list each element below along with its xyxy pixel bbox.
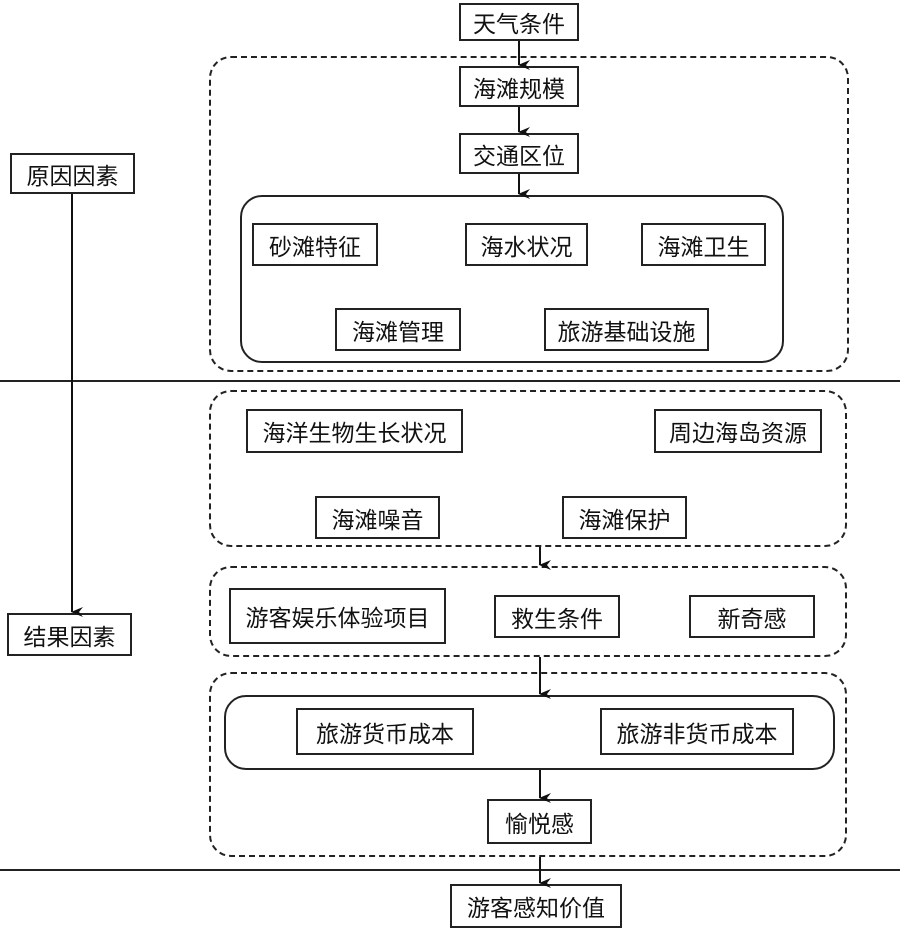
experience-factors-group bbox=[209, 566, 847, 657]
beach-attributes-group bbox=[240, 195, 784, 363]
pleasure-node: 愉悦感 bbox=[487, 799, 592, 844]
beach-management-node: 海滩管理 bbox=[335, 308, 461, 351]
seawater-condition-node: 海水状况 bbox=[465, 223, 588, 266]
entertainment-projects-node: 游客娱乐体验项目 bbox=[229, 588, 446, 644]
beach-scale-node: 海滩规模 bbox=[459, 66, 579, 107]
sand-beach-features-node: 砂滩特征 bbox=[252, 223, 378, 266]
cause-result-divider bbox=[0, 380, 900, 382]
novelty-node: 新奇感 bbox=[689, 595, 815, 638]
result-output-divider bbox=[0, 869, 900, 871]
marine-life-growth-node: 海洋生物生长状况 bbox=[246, 409, 463, 453]
surrounding-island-resources-node: 周边海岛资源 bbox=[654, 409, 822, 453]
cause-factors-label: 原因因素 bbox=[10, 153, 135, 194]
rescue-conditions-node: 救生条件 bbox=[494, 595, 620, 638]
cost-group bbox=[224, 695, 835, 770]
cost-pleasure-group bbox=[209, 672, 847, 857]
non-monetary-cost-node: 旅游非货币成本 bbox=[600, 708, 794, 755]
beach-noise-node: 海滩噪音 bbox=[315, 496, 440, 539]
monetary-cost-node: 旅游货币成本 bbox=[296, 708, 474, 755]
beach-hygiene-node: 海滩卫生 bbox=[641, 223, 766, 266]
beach-protection-node: 海滩保护 bbox=[562, 496, 687, 539]
perceived-value-node: 游客感知价值 bbox=[450, 884, 622, 928]
weather-conditions-node: 天气条件 bbox=[459, 3, 579, 41]
transport-location-node: 交通区位 bbox=[459, 133, 579, 174]
cause-factors-group bbox=[209, 56, 849, 372]
tourism-infrastructure-node: 旅游基础设施 bbox=[544, 308, 709, 351]
result-factors-label: 结果因素 bbox=[7, 613, 132, 656]
environment-factors-group bbox=[209, 390, 847, 547]
